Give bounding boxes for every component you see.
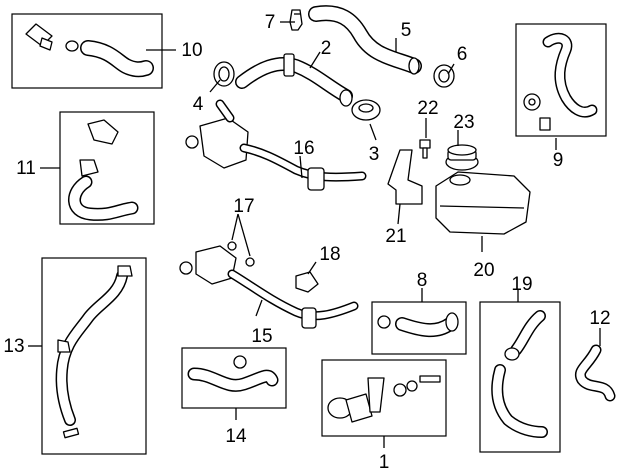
callout-7: 7 (265, 12, 276, 33)
part-5-upper-hose (308, 5, 422, 75)
frame-part-8 (371, 301, 467, 355)
callout-12: 12 (589, 308, 610, 329)
part-13-hose (55, 265, 133, 439)
callout-16: 16 (293, 138, 314, 159)
part-3-fitting (351, 99, 381, 121)
frame-part-14 (181, 347, 287, 409)
callout-21: 21 (385, 226, 406, 247)
callout-14: 14 (225, 426, 247, 447)
part-17-washers (227, 241, 255, 267)
callout-8: 8 (417, 270, 428, 291)
callout-18: 18 (319, 244, 340, 265)
callout-23: 23 (453, 112, 474, 133)
part-4-clamp (213, 61, 235, 87)
leader-lines (28, 21, 601, 448)
part-12-hose (575, 344, 616, 402)
frame-part-13 (41, 257, 147, 455)
part-20-reservoir (435, 171, 531, 235)
callout-6: 6 (457, 44, 468, 65)
part-7-clip (289, 9, 303, 31)
callout-labels: 1 2 3 4 5 6 7 8 9 10 11 12 13 14 15 16 1… (3, 12, 610, 471)
part-2-hose (235, 53, 353, 107)
part-6-clamp (433, 64, 455, 88)
callout-19: 19 (511, 274, 532, 295)
callout-13: 13 (3, 336, 24, 357)
callout-11: 11 (16, 158, 36, 179)
callout-17: 17 (233, 196, 254, 217)
part-23-cap (445, 144, 479, 171)
callout-20: 20 (473, 260, 494, 281)
part-16-hose-assembly (185, 99, 367, 191)
callout-3: 3 (369, 144, 380, 165)
callout-22: 22 (417, 98, 438, 119)
part-21-bracket (387, 149, 423, 205)
frame-part-19 (479, 301, 561, 453)
callout-10: 10 (181, 40, 202, 61)
part-8-hose (377, 312, 459, 337)
part-22-bolt (419, 139, 431, 159)
part-19-hose (491, 310, 548, 438)
callout-9: 9 (553, 150, 564, 171)
part-10-hose-assembly (25, 23, 154, 78)
part-14-hose (187, 355, 279, 392)
part-15-hose-assembly (179, 245, 359, 329)
frame-part-9 (515, 23, 607, 137)
part-1-pump-assembly (327, 375, 441, 423)
callout-4: 4 (193, 94, 204, 115)
callout-5: 5 (401, 20, 412, 41)
callout-15: 15 (251, 326, 272, 347)
part-9-hose-assembly (523, 32, 598, 131)
part-18-connector (295, 271, 319, 293)
frame-part-10 (11, 13, 163, 89)
callout-1: 1 (379, 452, 390, 471)
callout-2: 2 (321, 38, 332, 59)
part-11-hose-assembly (68, 119, 139, 221)
